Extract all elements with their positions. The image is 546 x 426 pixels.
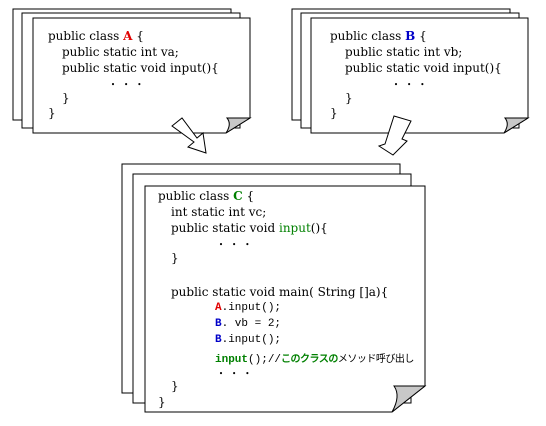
- arrow-a-to-c: [171, 117, 207, 154]
- class-b-method-declaration: public static void input(){: [345, 61, 502, 75]
- class-b-page-stack: [291, 8, 530, 134]
- class-c-field-declaration: int static int vc;: [171, 205, 267, 219]
- class-c-page-fold: [391, 385, 427, 413]
- class-a-header-keyword: public class: [48, 29, 124, 43]
- class-b-page-fold: [503, 117, 530, 134]
- class-a-class-close-brace: }: [48, 106, 56, 120]
- class-c-stmt-b-assign: B. vb = 2;: [215, 318, 281, 330]
- class-c-stmt-local-method: input: [215, 354, 249, 366]
- class-b-class-close-brace: }: [330, 106, 338, 120]
- class-a-method-declaration: public static void input(){: [62, 61, 219, 75]
- class-b-ellipsis: ・ ・ ・: [391, 80, 428, 91]
- class-a-page-fold: [225, 117, 252, 134]
- class-c-stmt-b-assign-class: B: [215, 318, 222, 330]
- class-c-stmt-b-input-call: .input();: [221, 334, 282, 346]
- class-c-stmt-local-input: input();//このクラスのメソッド呼び出し: [215, 350, 414, 366]
- class-a-field-declaration: public static int va;: [62, 45, 179, 59]
- arrow-b-to-c: [377, 115, 412, 156]
- class-c-input-method-name: input: [278, 221, 311, 235]
- class-c-header-brace: {: [242, 189, 255, 203]
- class-a-name: A: [123, 29, 133, 43]
- class-a-page-stack: [12, 8, 252, 134]
- class-c-stmt-local-call: ();//: [248, 354, 282, 366]
- class-c-stmt-a-class: A: [215, 302, 222, 314]
- class-c-name: C: [233, 189, 243, 203]
- class-c-input-declaration: public static void input(){: [171, 221, 328, 235]
- class-a-ellipsis: ・ ・ ・: [108, 80, 145, 91]
- class-c-comment-text: メソッド呼び出し: [337, 354, 415, 365]
- class-c-comment-highlight: このクラスの: [281, 354, 338, 365]
- class-c-stmt-b-assign-value: . vb = 2;: [221, 318, 282, 330]
- class-c-header: public class C {: [158, 189, 254, 203]
- class-b-header-brace: {: [415, 29, 427, 43]
- class-b-method-close-brace: }: [345, 91, 353, 105]
- class-c-front-page: [144, 185, 426, 413]
- class-c-stmt-b-input-class: B: [215, 334, 222, 346]
- class-c-stmt-a-input: A.input();: [215, 302, 281, 314]
- class-c-input-keywords: public static void: [171, 221, 279, 235]
- class-c-stmt-a-call: .input();: [221, 302, 282, 314]
- class-b-header-keyword: public class: [330, 29, 406, 43]
- class-c-main-close-brace: }: [171, 379, 179, 393]
- class-c-main-declaration: public static void main( String []a){: [171, 285, 389, 299]
- class-b-header: public class B {: [330, 29, 427, 43]
- class-a-header: public class A {: [48, 29, 144, 43]
- class-a-header-brace: {: [132, 29, 144, 43]
- class-c-input-close-brace: }: [171, 251, 179, 265]
- class-a-method-close-brace: }: [62, 91, 70, 105]
- class-c-input-ellipsis: ・ ・ ・: [216, 240, 253, 251]
- class-c-stmt-b-input: B.input();: [215, 334, 281, 346]
- class-b-field-declaration: public static int vb;: [345, 45, 463, 59]
- class-c-input-parens: (){: [310, 221, 328, 235]
- class-c-page-stack: [121, 163, 427, 413]
- class-c-header-keyword: public class: [158, 189, 234, 203]
- class-c-main-ellipsis: ・ ・ ・: [216, 369, 253, 380]
- class-b-name: B: [405, 29, 416, 43]
- class-c-class-close-brace: }: [158, 395, 166, 409]
